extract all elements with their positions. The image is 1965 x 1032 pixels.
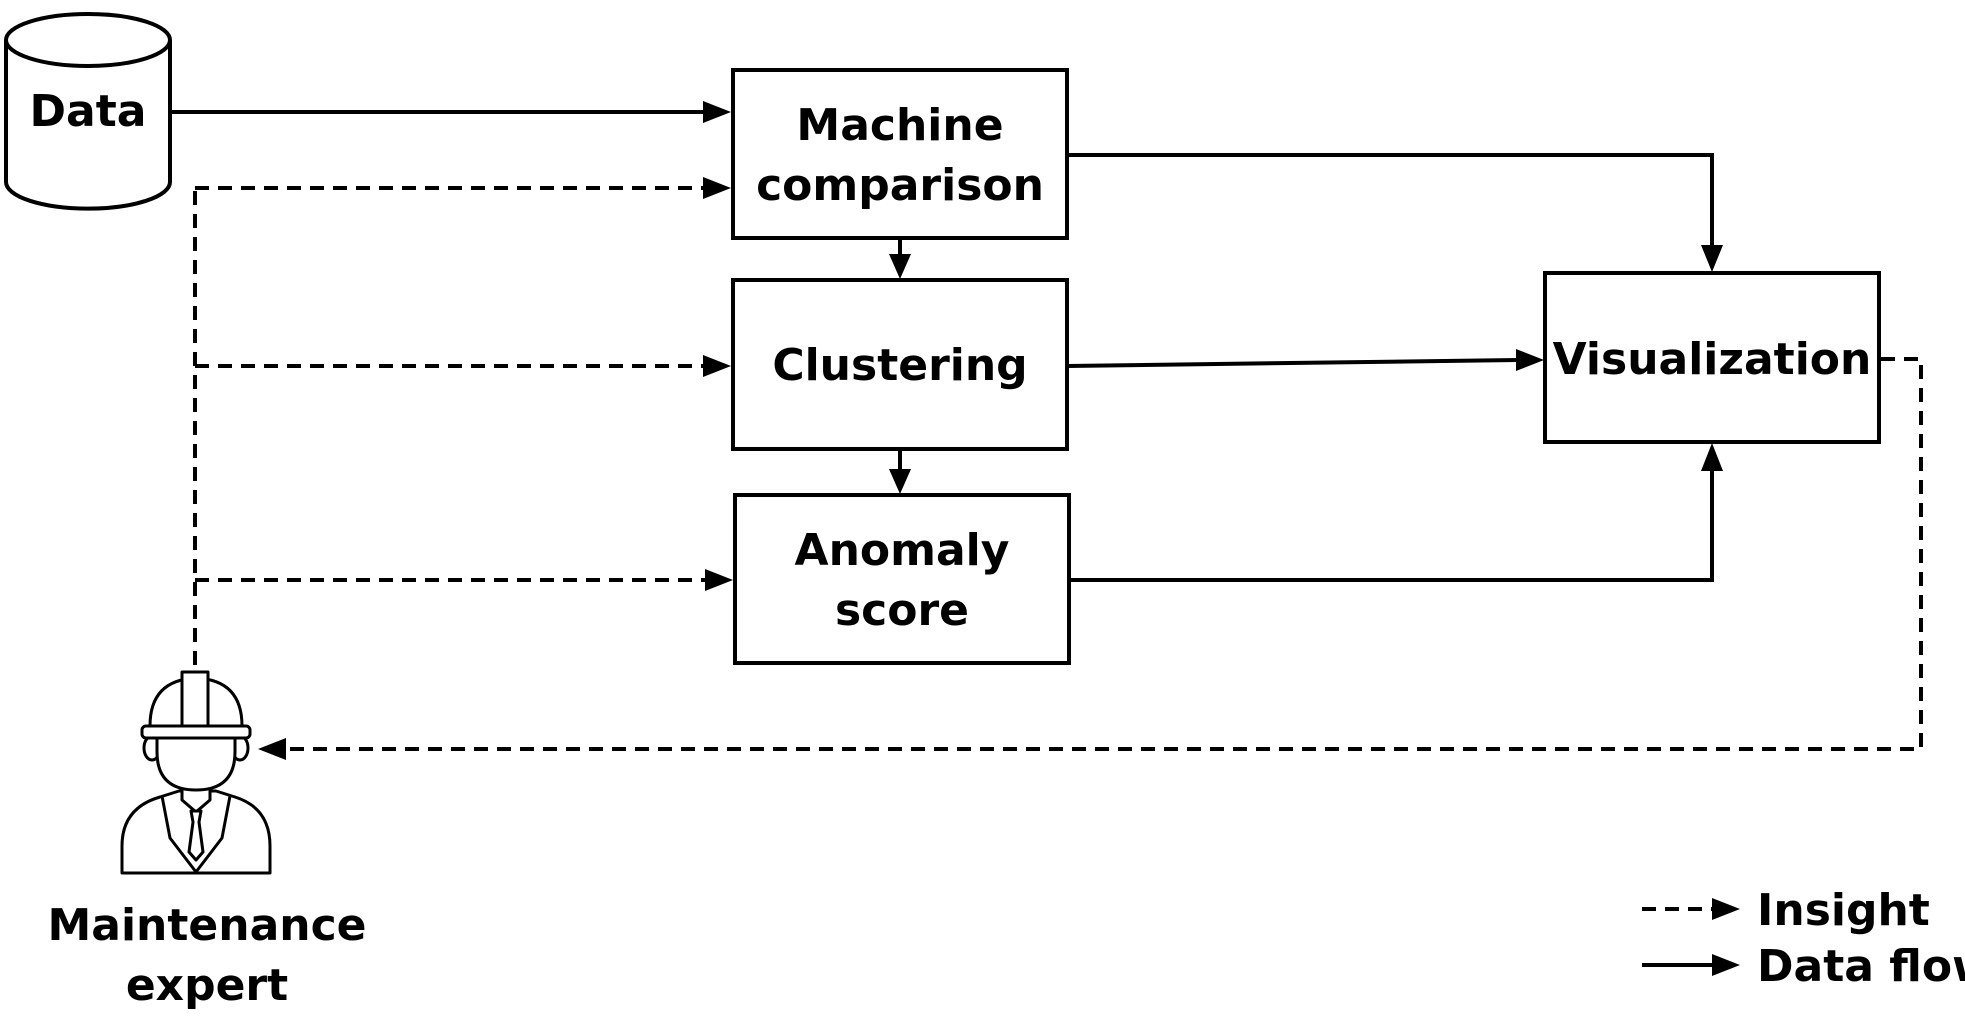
maintenance-expert-label-line2: expert: [126, 960, 288, 1011]
arrow-clustering-to-visualization: [1066, 358, 1519, 368]
arrowhead: [1701, 443, 1723, 471]
visualization-box: Visualization: [1543, 271, 1881, 444]
arrowhead: [1516, 349, 1544, 371]
machine-comparison-label-line1: Machine: [796, 100, 1003, 151]
maintenance-expert-icon: [120, 670, 272, 875]
arrowhead: [1701, 245, 1723, 272]
arrow-anomaly-score-to-visualization: [1069, 469, 1714, 582]
legend-data-flow-arrowhead: [1712, 954, 1740, 976]
arrowhead: [889, 254, 911, 279]
anomaly-score-label-line2: score: [835, 585, 969, 636]
anomaly-score-label-line1: Anomaly: [795, 525, 1010, 576]
legend-insight-arrowhead: [1712, 898, 1740, 920]
arrow-machine-comparison-to-visualization: [1067, 153, 1714, 247]
data-cylinder: Data: [4, 12, 172, 211]
legend: Insight Data flow: [1642, 885, 1965, 992]
clustering-box: Clustering: [731, 278, 1069, 451]
arrow-visualization-to-expert: [285, 357, 1923, 751]
insight-arrows: [193, 177, 1923, 760]
anomaly-score-box: Anomaly score: [733, 493, 1071, 665]
machine-comparison-box: Machine comparison: [731, 68, 1069, 240]
clustering-label: Clustering: [772, 340, 1027, 391]
machine-comparison-label-line2: comparison: [756, 160, 1044, 211]
data-flow-arrows: [172, 101, 1723, 582]
legend-data-flow-label: Data flow: [1757, 941, 1965, 992]
arrowhead: [889, 469, 911, 494]
arrowhead: [703, 101, 731, 123]
arrowhead: [703, 177, 731, 199]
maintenance-expert-label-line1: Maintenance: [47, 900, 366, 951]
legend-insight-label: Insight: [1757, 885, 1930, 936]
arrowhead: [258, 738, 286, 760]
arrowhead: [705, 569, 733, 591]
visualization-label: Visualization: [1553, 334, 1872, 385]
data-label: Data: [30, 86, 147, 137]
arrowhead: [703, 355, 731, 377]
